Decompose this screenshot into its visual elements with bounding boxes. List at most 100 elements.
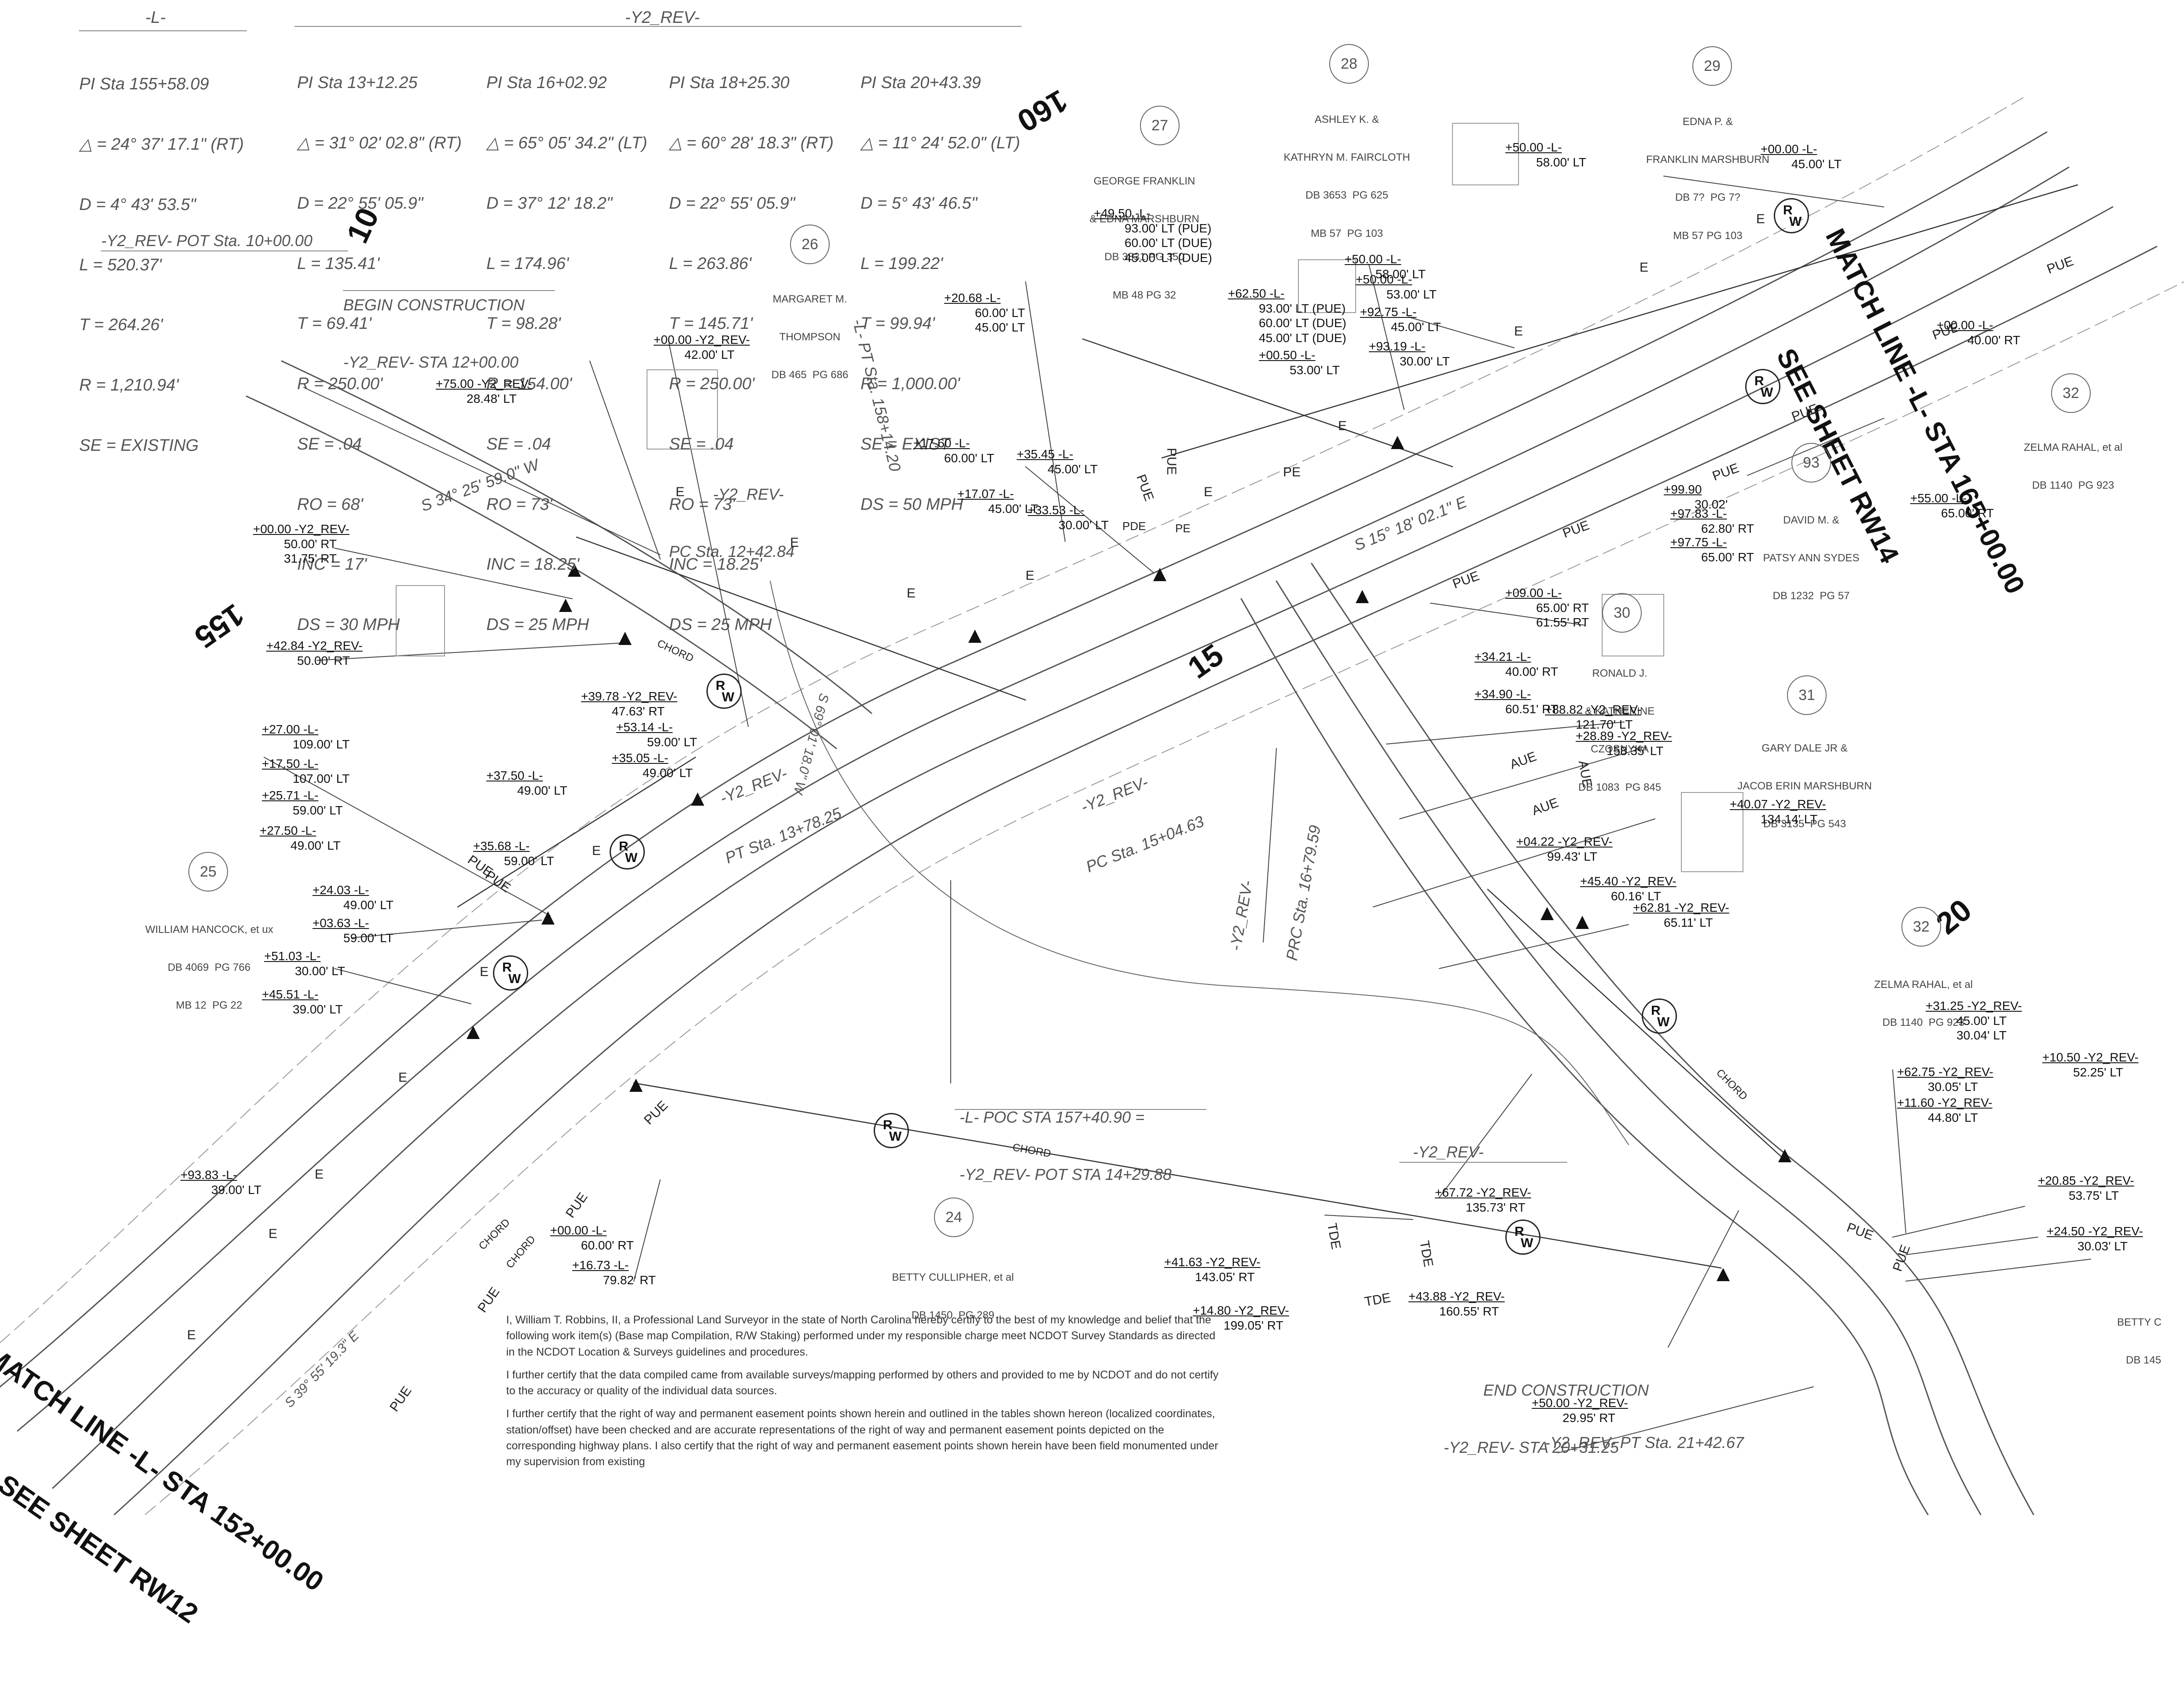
offset-value: 58.00' LT xyxy=(1536,155,1586,169)
begin-construction-label: BEGIN CONSTRUCTION -Y2_REV- STA 12+00.00 xyxy=(343,258,525,391)
station-value: +34.90 -L- xyxy=(1474,687,1531,701)
station-offset-callout: +24.50 -Y2_REV-30.03' LT xyxy=(2047,1224,2143,1253)
offset-value: 121.70' LT xyxy=(1576,717,1633,731)
owner-line: DB 3831 PG 350 xyxy=(1104,251,1184,263)
station-offset-callout: +62.75 -Y2_REV-30.05' LT xyxy=(1897,1065,1993,1094)
prc-label: -Y2_REV- PRC Sta. 16+79.59 xyxy=(1188,807,1343,965)
rw-symbol-r: R xyxy=(716,678,725,693)
station-value: +37.50 -L- xyxy=(486,769,543,782)
station-offset-callout: +67.72 -Y2_REV-135.73' RT xyxy=(1435,1185,1531,1215)
owner-line: MB 48 PG 32 xyxy=(1112,289,1177,301)
owner-line: BETTY C xyxy=(2117,1316,2162,1328)
easement-label: E xyxy=(315,1167,324,1182)
easement-label: E xyxy=(676,485,685,499)
label-line: -Y2_REV- STA 12+00.00 xyxy=(343,353,518,371)
offset-value: 49.00' LT xyxy=(290,838,341,852)
label-line: -Y2_REV- POT STA 14+29.88 xyxy=(960,1165,1172,1183)
station-value: +39.78 -Y2_REV- xyxy=(581,689,677,703)
owner-line: ZELMA RAHAL, et al xyxy=(2023,441,2123,453)
rw-symbol-r: R xyxy=(502,960,512,975)
curve-line: △ = 11° 24' 52.0" (LT) xyxy=(860,133,1020,152)
station-value: +45.51 -L- xyxy=(262,987,319,1001)
station-value: +50.00 -L- xyxy=(1505,140,1562,154)
offset-value: 45.00' LT (DUE) xyxy=(1125,251,1212,265)
offset-value: 30.00' LT xyxy=(295,964,345,978)
curve-line: RO = 73' xyxy=(486,495,552,514)
station-offset-callout: +00.00 -Y2_REV-42.00' LT xyxy=(654,332,750,362)
pt2-label: -Y2_REV- PT Sta. 21+42.67 xyxy=(1545,1433,1744,1452)
curve-line: SE = .04 xyxy=(297,435,362,453)
rw-symbol-r: R xyxy=(1783,203,1793,217)
y2-curve-data-4: PI Sta 20+43.39 △ = 11° 24' 52.0" (LT) D… xyxy=(860,33,1020,535)
offset-value: 60.16' LT xyxy=(1611,889,1661,903)
certification-paragraph: I further certify that the right of way … xyxy=(506,1408,1218,1468)
owner-line: DAVID M. & xyxy=(1783,514,1839,526)
offset-value: 65.00' RT xyxy=(1941,506,1994,520)
station-offset-callout: +27.50 -L-49.00' LT xyxy=(260,823,341,853)
station-value: +42.84 -Y2_REV- xyxy=(266,639,363,652)
station-value: +20.68 -L- xyxy=(944,291,1001,305)
owner-line: GEORGE FRANKLIN xyxy=(1093,175,1195,187)
curve-line: R = 1,210.94' xyxy=(79,376,179,395)
station-value: +00.00 -Y2_REV- xyxy=(654,333,750,346)
offset-value: 39.00' LT xyxy=(211,1183,261,1197)
station-value: +97.83 -L- xyxy=(1670,507,1727,520)
station-offset-callout: +37.50 -L-49.00' LT xyxy=(486,768,567,798)
label-line: -Y2_REV- xyxy=(1078,773,1151,817)
parcel-number: 28 xyxy=(1329,44,1369,84)
rw-symbol-w: W xyxy=(1657,1015,1670,1029)
curve-line: L = 174.96' xyxy=(486,254,569,273)
y2-curve-data-2: PI Sta 16+02.92 △ = 65° 05' 34.2" (LT) D… xyxy=(486,33,647,655)
offset-value: 30.00' LT xyxy=(1400,354,1450,368)
curve-line: D = 5° 43' 46.5" xyxy=(860,194,978,213)
y2-curve-title: -Y2_REV- xyxy=(625,8,700,27)
offset-value: 40.00' RT xyxy=(1505,664,1559,678)
curve-line: SE = EXIST xyxy=(860,435,950,453)
station-offset-callout: +93.19 -L-30.00' LT xyxy=(1369,339,1450,368)
owner-line: DB 4069 PG 766 xyxy=(167,961,251,973)
station-value: +49.50 -L- xyxy=(1094,206,1151,220)
station-value: +27.00 -L- xyxy=(262,722,319,736)
station-value: +53.14 -L- xyxy=(616,720,673,734)
certification-paragraph: I further certify that the data compiled… xyxy=(506,1368,1219,1397)
station-offset-callout: +45.51 -L-39.00' LT xyxy=(262,987,343,1017)
owner-line: DB 145 xyxy=(2126,1354,2162,1366)
easement-label: E xyxy=(1026,568,1035,583)
station-offset-callout: +00.50 -L-53.00' LT xyxy=(1259,348,1340,377)
easement-label: E xyxy=(1514,324,1523,339)
offset-value: 62.80' RT xyxy=(1701,521,1754,535)
station-value: +67.72 -Y2_REV- xyxy=(1435,1186,1531,1199)
station-offset-callout: +42.84 -Y2_REV-50.00' RT xyxy=(266,638,363,668)
owner-block: RONALD J. & KATHERINE CZOSNYKA DB 1083 P… xyxy=(1558,642,1681,807)
station-value: +00.00 -L- xyxy=(1761,142,1817,156)
l-curve-title: -L- xyxy=(145,8,166,27)
owner-line: MB 57 PG 103 xyxy=(1310,227,1383,240)
station-value: +34.21 -L- xyxy=(1474,650,1531,663)
label-line: -L- POC STA 157+40.90 = xyxy=(960,1108,1145,1127)
offset-value: 143.05' RT xyxy=(1195,1270,1255,1284)
end-construction-label: END CONSTRUCTION -Y2_REV- STA 20+31.25 xyxy=(1444,1343,1649,1476)
owner-line: JACOB ERIN MARSHBURN xyxy=(1737,780,1872,792)
station-offset-callout: +17.07 -L-45.00' LT xyxy=(957,486,1038,516)
curve-line: INC = 18.25' xyxy=(669,555,762,574)
parcel-number: 93 xyxy=(1791,443,1831,483)
station-value: +28.89 -Y2_REV- xyxy=(1576,729,1672,743)
surveyor-certification: I, William T. Robbins, II, a Professiona… xyxy=(506,1312,1219,1470)
offset-value: 53.00' LT xyxy=(1290,363,1340,377)
y2-curve-data-1: PI Sta 13+12.25 △ = 31° 02' 02.8" (RT) D… xyxy=(297,33,462,655)
owner-line: ZELMA RAHAL, et al xyxy=(1874,978,1973,991)
curve-line: INC = 17' xyxy=(297,555,367,574)
offset-value: 160.55' RT xyxy=(1439,1304,1499,1318)
station-value: +50.00 -Y2_REV- xyxy=(1532,1396,1628,1410)
curve-line: △ = 31° 02' 02.8" (RT) xyxy=(297,133,462,152)
station-offset-callout: +62.81 -Y2_REV-65.11' LT xyxy=(1633,900,1729,930)
station-offset-callout: +50.00 -Y2_REV-29.95' RT xyxy=(1532,1396,1628,1425)
owner-line: RONALD J. xyxy=(1592,667,1647,679)
curve-line: L = 263.86' xyxy=(669,254,752,273)
curve-line: D = 37° 12' 18.2" xyxy=(486,194,613,213)
y2rev-label: -Y2_REV- xyxy=(1413,1143,1484,1161)
parcel-number: 27 xyxy=(1140,106,1180,145)
offset-value: 65.11' LT xyxy=(1664,915,1713,929)
